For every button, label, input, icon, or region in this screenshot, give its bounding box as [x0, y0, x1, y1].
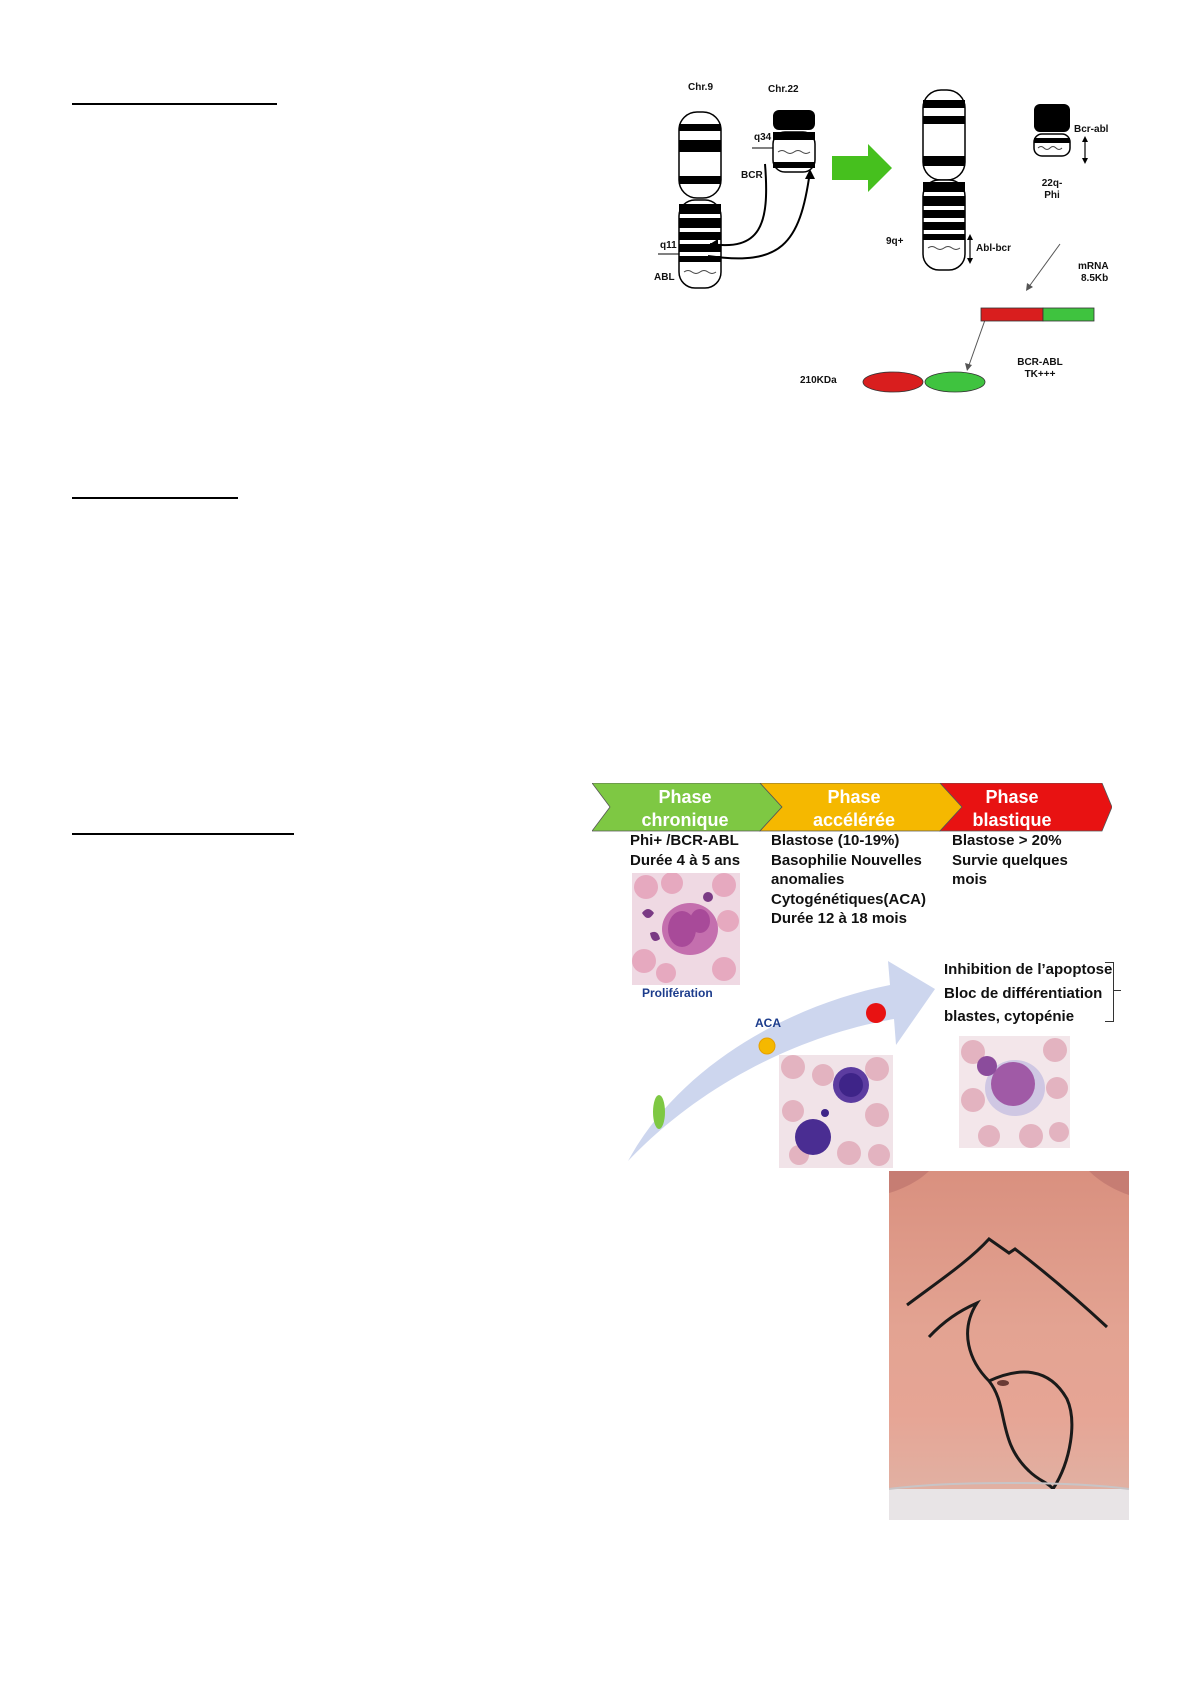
mrna-bar-bcr — [980, 307, 1044, 322]
phase-blastic-title-1: Phase — [985, 787, 1038, 807]
blastic-phase-marker — [866, 1003, 886, 1023]
phase-blastic-title-2: blastique — [972, 810, 1051, 830]
green-arrow-icon — [832, 144, 892, 192]
phase-chronic-desc: Phi+ /BCR-ABL Durée 4 à 5 ans — [630, 831, 770, 870]
phase-accelerated-desc-line: Durée 12 à 18 mois — [771, 910, 907, 927]
micrograph-blastic — [959, 1036, 1070, 1148]
q11-label: q11 — [660, 240, 677, 251]
translocation-diagram: Chr.9 Chr.22 q34 BCR q11 ABL 9q+ Abl-bcr… — [640, 76, 1130, 406]
mrna-label-line2: 8.5Kb — [1081, 273, 1109, 284]
section-heading-underline-1 — [72, 103, 277, 105]
accelerated-phase-marker — [758, 1037, 776, 1055]
phase-accelerated-desc-line: anomalies — [771, 871, 845, 888]
protein-abl — [924, 371, 986, 393]
bcr-abl-top-label: Bcr-abl — [1074, 124, 1109, 135]
progression-arrow — [628, 961, 935, 1161]
navel — [997, 1380, 1009, 1386]
chromosome-9q-plus — [922, 89, 966, 271]
feature-item: Bloc de différentiation — [944, 984, 1103, 1002]
section-heading-underline-3 — [72, 833, 294, 835]
phase-chronic-desc-line: Durée 4 à 5 ans — [630, 851, 741, 869]
translocation-svg — [658, 89, 1095, 393]
progression-area — [620, 945, 940, 1165]
aca-label: ACA — [755, 1016, 781, 1030]
phase-accelerated-desc-line: Basophilie Nouvelles — [771, 851, 922, 869]
phase-chevron-bar: Phase chronique Phase accélérée Phase bl… — [592, 783, 1112, 835]
liver-outline — [906, 1237, 1109, 1329]
micrograph-accelerated-svg — [781, 1055, 890, 1166]
phase-accelerated-title-1: Phase — [827, 787, 880, 807]
feature-item: Inhibition de l’apoptose — [944, 961, 1113, 978]
abl-label: ABL — [654, 272, 675, 283]
abdomen-photo — [889, 1171, 1129, 1520]
phase-accelerated-desc: Blastose (10-19%) Basophilie Nouvelles a… — [771, 831, 951, 929]
section-heading-underline-2 — [72, 497, 238, 499]
protein-bcr — [862, 371, 924, 393]
micrograph-accelerated — [779, 1055, 893, 1168]
bcr-label: BCR — [741, 170, 763, 181]
abdomen-photo-svg — [889, 1171, 1129, 1520]
chevron-blastic — [939, 783, 1112, 832]
chr22-label: Chr.22 — [768, 84, 799, 95]
spleen-outline-lower — [988, 1370, 1074, 1490]
nine-q-plus-label: 9q+ — [886, 236, 904, 247]
phase-chronic-title-1: Phase — [658, 787, 711, 807]
phase-chevrons-svg: Phase chronique Phase accélérée Phase bl… — [592, 783, 1112, 832]
ph-label-line1: 22q- — [1041, 178, 1063, 189]
kda-label: 210KDa — [800, 375, 837, 386]
phase-chronic-title-2: chronique — [641, 810, 728, 830]
phase-blastic-desc-line: Survie quelques — [952, 851, 1068, 869]
feature-list: Inhibition de l’apoptose Bloc de différe… — [944, 958, 1112, 1029]
chromosome-9 — [678, 111, 722, 289]
philadelphia-chromosome — [1033, 104, 1071, 157]
ph-label-line2: Phi — [1044, 190, 1060, 201]
chromosome-22 — [752, 110, 816, 173]
micrograph-blastic-svg — [961, 1038, 1069, 1148]
phase-blastic-desc: Blastose > 20% Survie quelques mois — [952, 831, 1112, 890]
chr9-label: Chr.9 — [688, 82, 714, 93]
feature-item: blastes, cytopénie — [944, 1008, 1075, 1025]
phase-blastic-desc-line: mois — [952, 871, 988, 888]
feature-bracket — [1105, 962, 1114, 1022]
spleen-outline — [927, 1299, 1055, 1490]
phase-accelerated-desc-line: Blastose (10-19%) — [771, 832, 900, 849]
protein-label-line2: TK+++ — [1024, 369, 1056, 380]
chronic-phase-marker — [653, 1095, 665, 1129]
phase-accelerated-title-2: accélérée — [813, 810, 895, 830]
phase-accelerated-desc-line: Cytogénétiques(ACA) — [771, 890, 927, 908]
proliferation-label: Prolifération — [642, 986, 713, 1000]
phase-chronic-desc-line: Phi+ /BCR-ABL — [630, 832, 739, 849]
abl-bcr-label: Abl-bcr — [976, 243, 1011, 254]
protein-label-line1: BCR-ABL — [1017, 357, 1063, 368]
progression-arrow-svg — [628, 961, 935, 1161]
mrna-label-line1: mRNA — [1078, 261, 1109, 272]
micrograph-chronic — [632, 873, 740, 985]
mrna-bar-abl — [1042, 307, 1095, 322]
q34-label: q34 — [754, 132, 772, 143]
phase-blastic-desc-line: Blastose > 20% — [952, 832, 1062, 849]
micrograph-chronic-svg — [632, 873, 739, 983]
feature-bracket-tick — [1113, 990, 1121, 991]
